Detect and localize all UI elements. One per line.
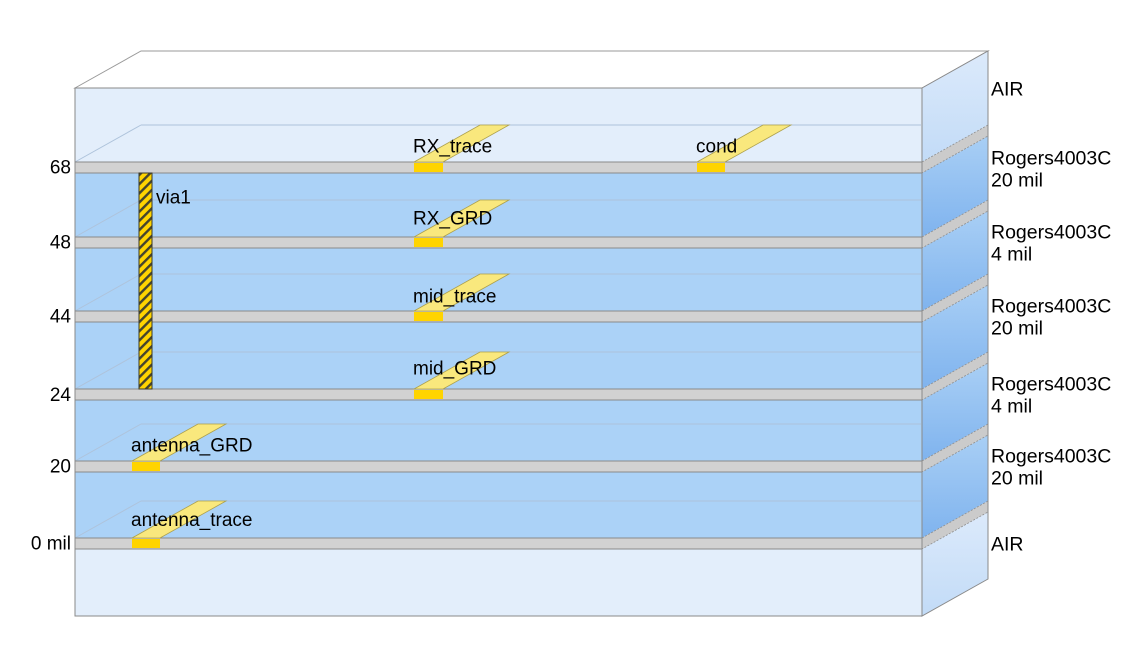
- trace-front-rx-trace[interactable]: [414, 163, 443, 172]
- trace-label-antenna-trace: antenna_trace: [131, 510, 253, 531]
- layer-label-rogers-5: Rogers4003C: [991, 446, 1111, 468]
- layer-side-rogers-3: [922, 285, 988, 389]
- height-label-68: 68: [50, 158, 71, 179]
- trace-front-cond[interactable]: [697, 163, 725, 172]
- height-label-24: 24: [50, 385, 72, 406]
- trace-front-mid-trace[interactable]: [414, 312, 443, 321]
- trace-top-cond[interactable]: [695, 124, 793, 163]
- trace-label-cond: cond: [696, 137, 737, 158]
- hidden-edge-24: [74, 351, 921, 390]
- trace-front-mid-grd[interactable]: [414, 390, 443, 399]
- trace-front-antenna-grd[interactable]: [132, 462, 160, 471]
- trace-label-rx-trace: RX_trace: [413, 137, 492, 158]
- metal-sheet-68[interactable]: [74, 161, 923, 174]
- box-top-face: [73, 50, 990, 89]
- trace-label-mid-grd: mid_GRD: [413, 359, 496, 380]
- metal-sheet-24[interactable]: [74, 388, 923, 401]
- trace-top-mid-grd[interactable]: [412, 351, 511, 390]
- trace-front-antenna-trace[interactable]: [132, 539, 160, 548]
- layer-thickness-rogers-3: 20 mil: [991, 318, 1043, 340]
- layer-thickness-rogers-5: 20 mil: [991, 468, 1043, 490]
- layer-front-air-bottom[interactable]: [75, 549, 922, 616]
- hidden-edge-48: [74, 199, 921, 238]
- trace-rx-grd[interactable]: [412, 199, 511, 247]
- trace-mid-grd[interactable]: [412, 351, 511, 399]
- hidden-edge-44: [74, 273, 921, 312]
- layer-thickness-rogers-4: 4 mil: [991, 396, 1032, 418]
- layer-label-rogers-1: Rogers4003C: [991, 148, 1111, 170]
- trace-top-antenna-grd[interactable]: [130, 423, 228, 462]
- trace-top-rx-grd[interactable]: [412, 199, 511, 238]
- trace-cond[interactable]: [695, 124, 793, 172]
- layer-front-rogers-4[interactable]: [75, 400, 922, 461]
- trace-top-rx-trace[interactable]: [412, 124, 511, 163]
- layer-label-rogers-3: Rogers4003C: [991, 296, 1111, 318]
- layer-thickness-rogers-1: 20 mil: [991, 170, 1043, 192]
- layer-thickness-rogers-2: 4 mil: [991, 244, 1032, 266]
- layer-label-rogers-4: Rogers4003C: [991, 374, 1111, 396]
- height-label-20: 20: [50, 457, 71, 478]
- height-label-0: 0 mil: [31, 534, 71, 555]
- trace-label-rx-grd: RX_GRD: [413, 209, 492, 230]
- layer-label-rogers-2: Rogers4003C: [991, 222, 1111, 244]
- via-column[interactable]: [138, 172, 153, 390]
- trace-label-antenna-grd: antenna_GRD: [131, 436, 252, 457]
- layer-side-rogers-4: [922, 363, 988, 461]
- metal-sheet-20[interactable]: [74, 460, 923, 473]
- layer-label-air-top: AIR: [991, 79, 1024, 101]
- layer-side-air-bottom: [922, 512, 988, 616]
- metal-sheet-0[interactable]: [74, 537, 923, 550]
- trace-rx-trace[interactable]: [412, 124, 511, 172]
- metal-sheet-44[interactable]: [74, 310, 923, 323]
- layer-side-rogers-2: [922, 211, 988, 311]
- layer-label-air-bottom: AIR: [991, 534, 1024, 556]
- layer-side-rogers-5: [922, 435, 988, 538]
- trace-top-antenna-trace[interactable]: [130, 500, 228, 539]
- metal-sheet-48[interactable]: [74, 236, 923, 249]
- via-label: via1: [156, 188, 191, 209]
- trace-front-rx-grd[interactable]: [414, 238, 443, 247]
- height-label-48: 48: [50, 233, 71, 254]
- trace-top-mid-trace[interactable]: [412, 273, 511, 312]
- hidden-edge-20: [74, 423, 921, 462]
- box-right-outline: [921, 50, 989, 617]
- trace-antenna-trace[interactable]: [130, 500, 228, 548]
- height-label-44: 44: [50, 307, 72, 328]
- trace-antenna-grd[interactable]: [130, 423, 228, 471]
- trace-label-mid-trace: mid_trace: [413, 287, 496, 308]
- hidden-edge-0: [74, 500, 921, 539]
- trace-mid-trace[interactable]: [412, 273, 511, 321]
- hidden-plane-edges: [74, 124, 921, 539]
- layer-side-rogers-1: [922, 136, 988, 237]
